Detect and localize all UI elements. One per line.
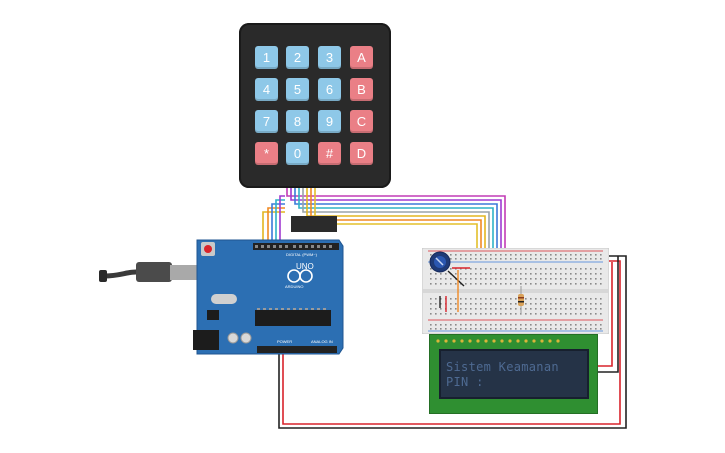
arduino-uno-board[interactable]: UNO ARDUINO DIGITAL (PWM~) POWER ANALOG … <box>193 238 345 356</box>
board-brand-label: ARDUINO <box>285 284 304 289</box>
keypad-wires[interactable] <box>286 188 506 258</box>
lcd-screen: Sistem Keamanan PIN : <box>439 349 589 399</box>
lcd-line-2: PIN : <box>446 375 484 389</box>
key-5[interactable]: 5 <box>286 78 309 101</box>
wire-yellow <box>306 188 486 258</box>
membrane-keypad: 1 2 3 A 4 5 6 B 7 8 9 C * 0 # D <box>239 23 391 188</box>
wire-cyan <box>298 188 494 258</box>
key-8[interactable]: 8 <box>286 110 309 133</box>
key-0[interactable]: 0 <box>286 142 309 165</box>
analog-header-label: ANALOG IN <box>311 339 333 344</box>
power-header-label: POWER <box>277 339 293 344</box>
key-c[interactable]: C <box>350 110 373 133</box>
ground-wire <box>278 255 627 429</box>
key-4[interactable]: 4 <box>255 78 278 101</box>
key-9[interactable]: 9 <box>318 110 341 133</box>
key-2[interactable]: 2 <box>286 46 309 69</box>
wire-gray <box>302 188 490 258</box>
key-3[interactable]: 3 <box>318 46 341 69</box>
key-star[interactable]: * <box>255 142 278 165</box>
key-1[interactable]: 1 <box>255 46 278 69</box>
key-d[interactable]: D <box>350 142 373 165</box>
digital-header-label: DIGITAL (PWM~) <box>286 252 317 257</box>
wire-orange <box>310 188 482 258</box>
wire-magenta-1 <box>286 188 506 258</box>
key-a[interactable]: A <box>350 46 373 69</box>
keypad-header-strip <box>291 216 337 232</box>
power-wires[interactable] <box>278 255 627 429</box>
lcd-line-1: Sistem Keamanan <box>446 360 559 374</box>
key-hash[interactable]: # <box>318 142 341 165</box>
breadboard[interactable] <box>421 247 610 335</box>
key-b[interactable]: B <box>350 78 373 101</box>
key-6[interactable]: 6 <box>318 78 341 101</box>
usb-cable-icon <box>99 262 200 282</box>
wire-purple <box>290 188 502 258</box>
vcc-wire <box>282 260 621 425</box>
wire-blue-1 <box>294 188 498 258</box>
arduino-header-wires[interactable] <box>262 195 285 248</box>
lcd-pin-header <box>436 339 560 343</box>
resistor-icon <box>518 286 524 314</box>
wire-yellow-2 <box>314 188 478 258</box>
potentiometer-icon <box>429 251 451 273</box>
power-jack-icon <box>193 330 219 350</box>
key-7[interactable]: 7 <box>255 110 278 133</box>
board-model-label: UNO <box>296 262 314 271</box>
lcd-16x2-display[interactable]: Sistem Keamanan PIN : <box>429 334 598 414</box>
